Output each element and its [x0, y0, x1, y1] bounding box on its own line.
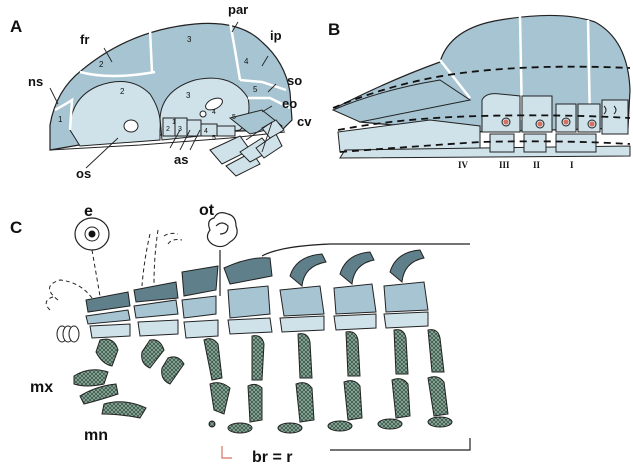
- panel-c-eye: [75, 218, 109, 250]
- num-as2: 1: [172, 119, 176, 126]
- label-ot: ot: [199, 202, 215, 219]
- num-as3: 3: [178, 126, 182, 133]
- roman-ii: II: [533, 160, 541, 170]
- panel-b: B: [328, 15, 630, 170]
- roman-i: I: [570, 160, 574, 170]
- panel-c-segment-3: [182, 266, 218, 338]
- panel-c-tick: [222, 446, 232, 458]
- panel-c-segment-6: [334, 252, 376, 330]
- panel-b-letter: B: [328, 20, 340, 39]
- label-eo: eo: [282, 96, 297, 111]
- label-as: as: [174, 152, 188, 167]
- num-ip2: 4: [212, 109, 216, 116]
- panel-c-letter: C: [10, 218, 22, 237]
- panel-c-segment-4: [224, 258, 272, 334]
- panel-a-optic-foramen: [124, 120, 138, 132]
- panel-c-branchial-arches: [74, 330, 448, 422]
- num-ns: 1: [58, 115, 63, 124]
- num-so: 5: [253, 85, 258, 94]
- label-ip: ip: [270, 28, 282, 43]
- label-mn: mn: [84, 427, 108, 444]
- panel-c-segment-1: [86, 292, 130, 338]
- num-par: 3: [187, 35, 192, 44]
- panel-c-segment-2: [134, 282, 178, 336]
- num-as5: 5: [212, 135, 216, 142]
- panel-b-lower-wedge: [338, 120, 480, 152]
- panel-c-segment-5: [280, 254, 326, 332]
- label-br-r: br = r: [252, 449, 292, 466]
- num-mid: 3: [186, 91, 191, 100]
- panel-c-ventral-elements: [209, 417, 452, 433]
- panel-a: A: [10, 2, 312, 181]
- panel-c: C e ot: [10, 202, 470, 466]
- label-os: os: [76, 166, 91, 181]
- num-as4: 4: [204, 128, 208, 135]
- roman-iii: III: [499, 160, 510, 170]
- roman-iv: IV: [458, 160, 469, 170]
- panel-c-nasal-capsule: [57, 326, 79, 342]
- label-so: so: [287, 73, 302, 88]
- label-fr: fr: [80, 32, 89, 47]
- num-as1: 2: [166, 126, 170, 133]
- label-e: e: [84, 203, 93, 220]
- label-mx: mx: [30, 379, 53, 396]
- panel-c-segment-7: [384, 250, 428, 328]
- panel-a-letter: A: [10, 17, 22, 36]
- label-cv: cv: [297, 114, 312, 129]
- num-fr: 2: [99, 60, 104, 69]
- label-par: par: [228, 2, 248, 17]
- num-eo: 5: [232, 114, 236, 121]
- num-os: 2: [120, 87, 125, 96]
- num-ip: 4: [244, 57, 249, 66]
- panel-c-bracket: [330, 438, 470, 450]
- label-ns: ns: [28, 74, 43, 89]
- panel-a-small-foramen: [200, 111, 206, 117]
